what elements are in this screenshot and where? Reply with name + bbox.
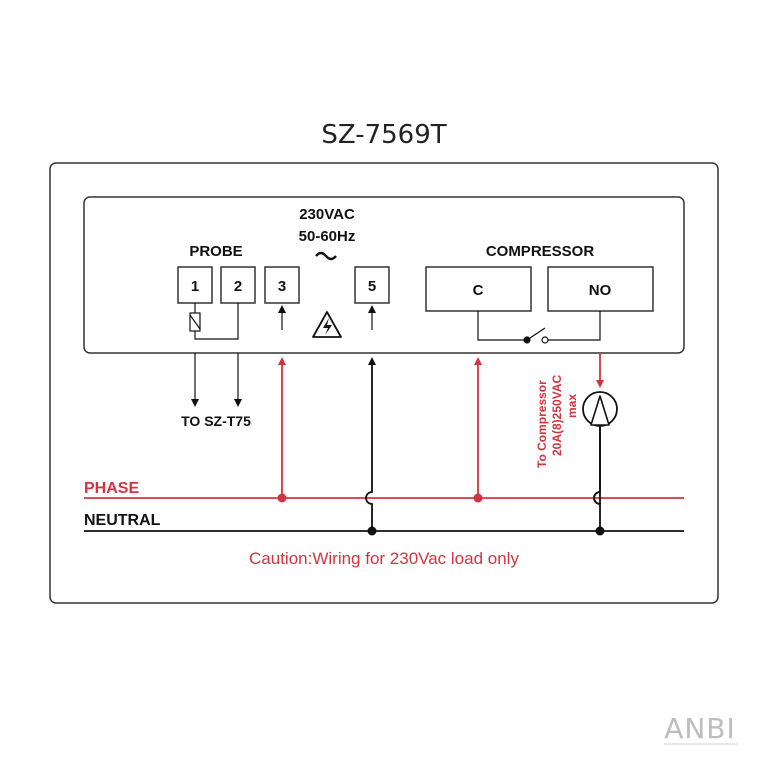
relay-switch-icon <box>477 311 601 344</box>
high-voltage-warning-icon <box>312 311 342 338</box>
compressor-label: COMPRESSOR <box>486 243 595 260</box>
neutral-junction-2 <box>595 526 605 536</box>
neutral-label: NEUTRAL <box>84 512 161 529</box>
motor-neutral-wire <box>593 426 601 531</box>
terminal-5-neutral-wire <box>365 357 376 531</box>
compressor-rating-line3: max <box>565 394 579 418</box>
terminal-no-label: NO <box>589 282 612 299</box>
phase-junction-2 <box>473 493 483 503</box>
compressor-rating: To Compressor 20A(8)250VAC max <box>535 375 579 468</box>
diagram-title: SZ-7569T <box>321 120 446 150</box>
terminal-5 <box>354 266 390 304</box>
phase-label: PHASE <box>84 480 139 497</box>
supply-voltage-label: 230VAC <box>299 206 355 223</box>
terminal-1-label: 1 <box>191 278 199 295</box>
caution-note: Caution:Wiring for 230Vac load only <box>249 549 519 568</box>
terminal-3-label: 3 <box>278 278 286 295</box>
brand-logo: ANBI <box>664 712 736 745</box>
probe-label: PROBE <box>189 243 242 260</box>
controller-body <box>83 196 685 354</box>
compressor-rating-line1: To Compressor <box>535 380 549 468</box>
probe-loop-wire <box>194 303 239 340</box>
compressor-rating-line2: 20A(8)250VAC <box>550 375 564 456</box>
probe-destination-label: TO SZ-T75 <box>181 413 251 429</box>
terminal-3 <box>264 266 300 304</box>
terminal-c-label: C <box>473 282 484 299</box>
compressor-motor-icon <box>582 391 618 427</box>
phase-junction-1 <box>277 493 287 503</box>
outer-frame <box>49 162 719 604</box>
ac-symbol-icon <box>315 251 337 261</box>
terminal-2-label: 2 <box>234 278 242 295</box>
terminal-5-label: 5 <box>368 278 376 295</box>
supply-frequency-label: 50-60Hz <box>299 228 356 245</box>
neutral-junction-1 <box>367 526 377 536</box>
